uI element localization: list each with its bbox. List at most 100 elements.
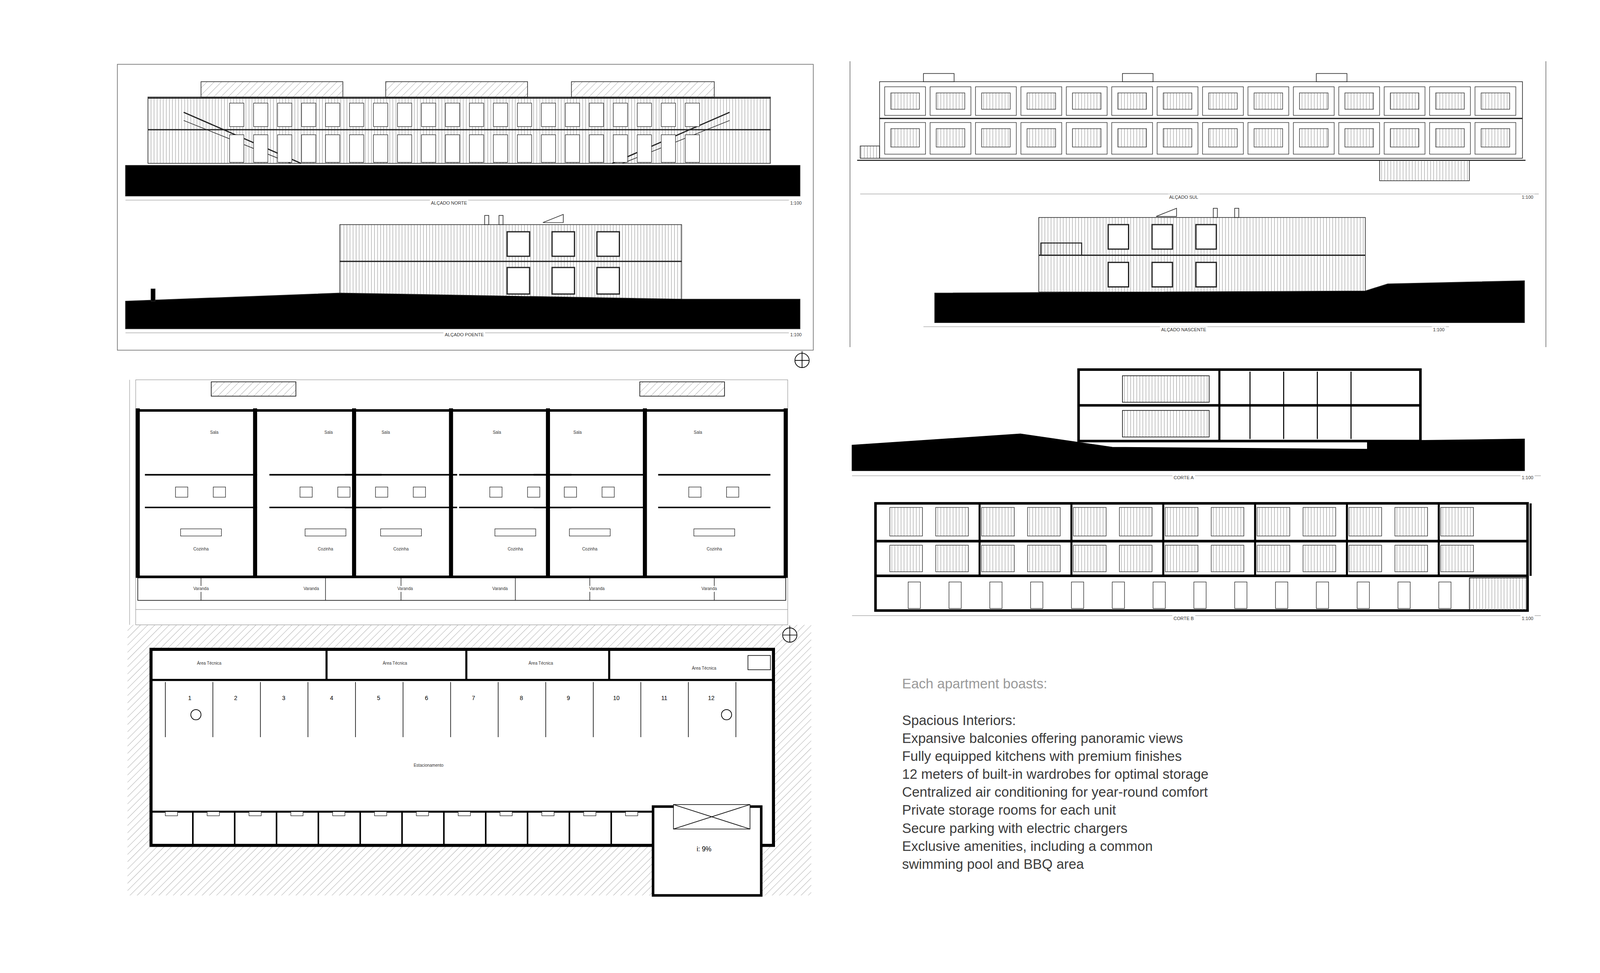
sheet-frames [117,61,1547,350]
window-symbol [1027,128,1056,148]
door-symbol [416,811,429,816]
window-symbol [1195,262,1217,288]
door-symbol [1438,582,1451,609]
facade-panel [1429,122,1471,155]
party-wall [1529,503,1532,576]
window-symbol [552,267,575,295]
door-symbol [1193,582,1206,609]
window-symbol [1299,128,1329,148]
door-symbol [421,134,436,163]
drawing-label: 5 [375,694,382,702]
window-symbol [890,507,923,537]
door-symbol [949,582,962,609]
partition-wall [1316,371,1318,440]
door-symbol [1112,582,1125,609]
door-symbol [493,134,508,163]
door-symbol [541,102,556,127]
sanitary-symbol [726,487,739,498]
drawing-label: i: 9% [695,844,713,853]
door-symbol [990,582,1003,609]
section-b [852,503,1541,616]
north-elevation [125,81,800,200]
drawing-label: Varanda [587,585,606,592]
door-symbol [583,811,596,816]
door-symbol [349,134,364,163]
door-symbol [277,134,292,163]
drawing-label: Cozinha [316,546,335,553]
facade-panel [1247,122,1289,155]
window-symbol [1108,224,1129,250]
window-symbol [1345,128,1374,148]
facade-panel [975,86,1017,116]
sanitary-symbol [527,487,540,498]
parking-stall-line [355,682,356,738]
drawing-label: Varanda [490,585,509,592]
party-wall [545,408,550,578]
feature-text: Exclusive amenities, including a common … [902,837,1190,873]
drawing-label: Varanda [192,585,210,592]
drawing-label: Área Técnica [195,660,223,667]
storage-wall [192,811,194,846]
facade-panel [1293,122,1335,155]
facade-panel [1429,86,1471,116]
sanitary-symbol [337,487,350,498]
window-symbol [507,267,530,295]
door-symbol [1316,582,1329,609]
door-symbol [373,134,388,163]
door-symbol [661,102,676,127]
facade-panel [1475,86,1516,116]
party-wall [252,408,258,578]
kitchen-counter [693,528,735,536]
drawing-label: Sala [208,430,220,436]
window-symbol [1163,92,1193,110]
drawing-label: Cozinha [506,546,525,553]
facade-panel [1247,86,1289,116]
door-symbol [277,102,292,127]
facade-panel [975,122,1017,155]
window-symbol [1349,545,1382,572]
door-symbol [207,811,220,816]
party-wall [1162,503,1165,576]
storage-wall [233,811,236,846]
drawing-label: 1 [187,694,193,702]
door-symbol [469,134,484,163]
door-symbol [397,102,412,127]
drawing-label: CORTE B [1172,615,1195,622]
facade-panel [1202,122,1244,155]
door-symbol [421,102,436,127]
storage-wall [652,811,655,846]
drawing-label: Sala [692,430,704,436]
sanitary-symbol [375,487,388,498]
door-symbol [565,134,580,163]
drawing-label: ALÇADO POENTE [443,331,486,338]
door-symbol [613,102,628,127]
facade-panel [1066,122,1108,155]
window-symbol [1395,545,1428,572]
door-symbol [1071,582,1084,609]
floor-plan [129,379,788,625]
partition-wall [1249,371,1251,440]
window-symbol [1072,128,1102,148]
facade-panel [1111,122,1153,155]
party-wall [1070,503,1073,576]
window-symbol [936,92,965,110]
parking-stall-line [592,682,594,738]
repeated-elements [137,86,1531,845]
facade-panel [884,86,926,116]
door-symbol [290,811,303,816]
window-symbol [1108,262,1129,288]
storage-wall [526,811,529,846]
party-wall [352,408,357,578]
drawing-label: Cozinha [705,546,724,553]
drawing-label: Sala [572,430,583,436]
window-symbol [935,507,969,537]
window-symbol [1440,507,1474,537]
party-wall [1345,503,1348,576]
door-symbol [445,102,460,127]
storage-wall [401,811,403,846]
kitchen-counter [495,528,536,536]
drawing-label: Varanda [396,585,415,592]
partition-wall [145,506,258,509]
feature-text: Expansive balconies offering panoramic v… [902,729,1183,748]
drawing-label: 6 [423,694,430,702]
